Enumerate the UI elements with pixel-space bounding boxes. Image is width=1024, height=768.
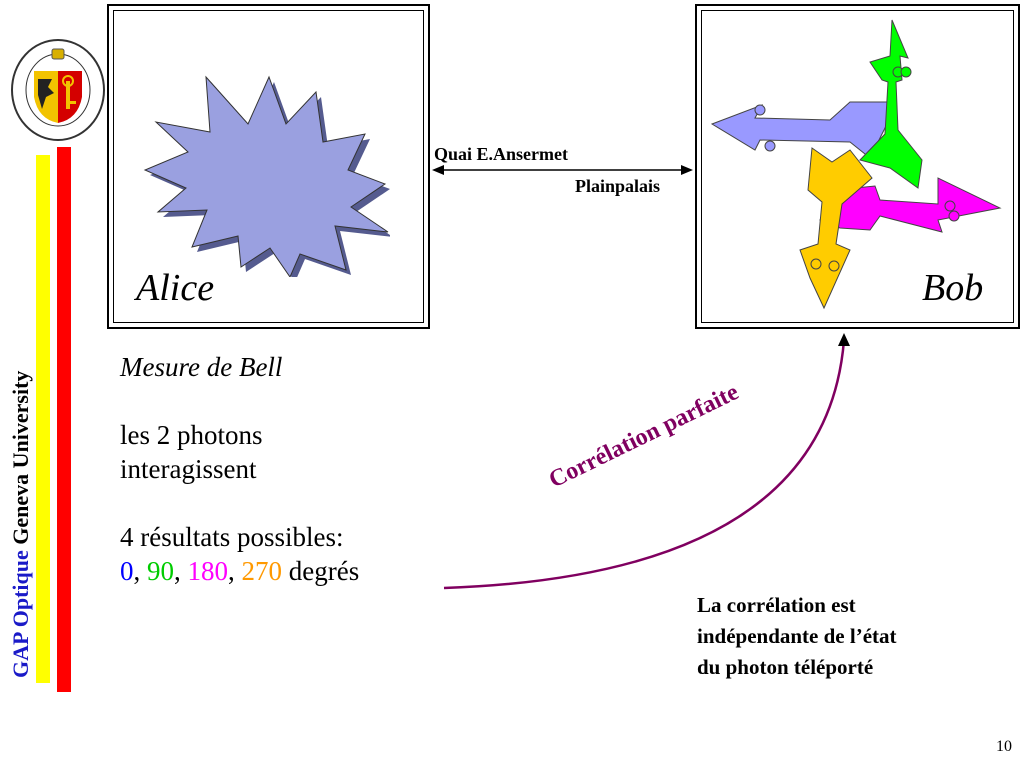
- bob-arrows-diagram: [710, 19, 1002, 310]
- bob-label: Bob: [922, 267, 984, 309]
- bell-heading: Mesure de Bell: [120, 352, 283, 382]
- angles-line: 0, 90, 180, 270 degrés: [120, 556, 360, 586]
- arrow-left-icon: [710, 101, 896, 159]
- brand-gap-optique: GAP Optique: [8, 550, 33, 678]
- angle-270: 270: [241, 556, 283, 586]
- page-number: 10: [996, 738, 1012, 755]
- arrow-up-icon: [859, 19, 923, 189]
- note-line-1: La corrélation est: [697, 593, 856, 617]
- note-line-3: du photon téléporté: [697, 655, 874, 679]
- alice-star-shape: [143, 75, 390, 277]
- brand-vertical-text: GAP Optique Geneva University: [8, 371, 34, 678]
- bell-measurement-text: Mesure de Bell les 2 photons interagisse…: [120, 350, 460, 588]
- angle-90: 90: [147, 556, 174, 586]
- link-location-2: Plainpalais: [575, 176, 661, 196]
- arrow-down-icon: [799, 147, 873, 310]
- note-line-2: indépendante de l’état: [697, 624, 897, 648]
- alice-label: Alice: [136, 267, 215, 309]
- correlation-note: La corrélation est indépendante de l’éta…: [697, 590, 897, 683]
- yellow-stripe: [36, 155, 50, 683]
- brand-geneva-university: Geneva University: [8, 370, 33, 545]
- photons-line-2: interagissent: [120, 454, 257, 484]
- angle-unit: degrés: [288, 556, 360, 586]
- link-location-1: Quai E.Ansermet: [434, 144, 568, 164]
- photons-line-1: les 2 photons: [120, 420, 263, 450]
- correlation-curve: [443, 333, 850, 590]
- angle-180: 180: [187, 556, 229, 586]
- geneva-university-seal-icon: [11, 39, 105, 141]
- results-line: 4 résultats possibles:: [120, 522, 344, 552]
- arrow-right-icon: [819, 177, 1002, 233]
- angle-0: 0: [120, 556, 134, 586]
- red-stripe: [57, 147, 71, 692]
- double-arrow-connector: [432, 165, 693, 175]
